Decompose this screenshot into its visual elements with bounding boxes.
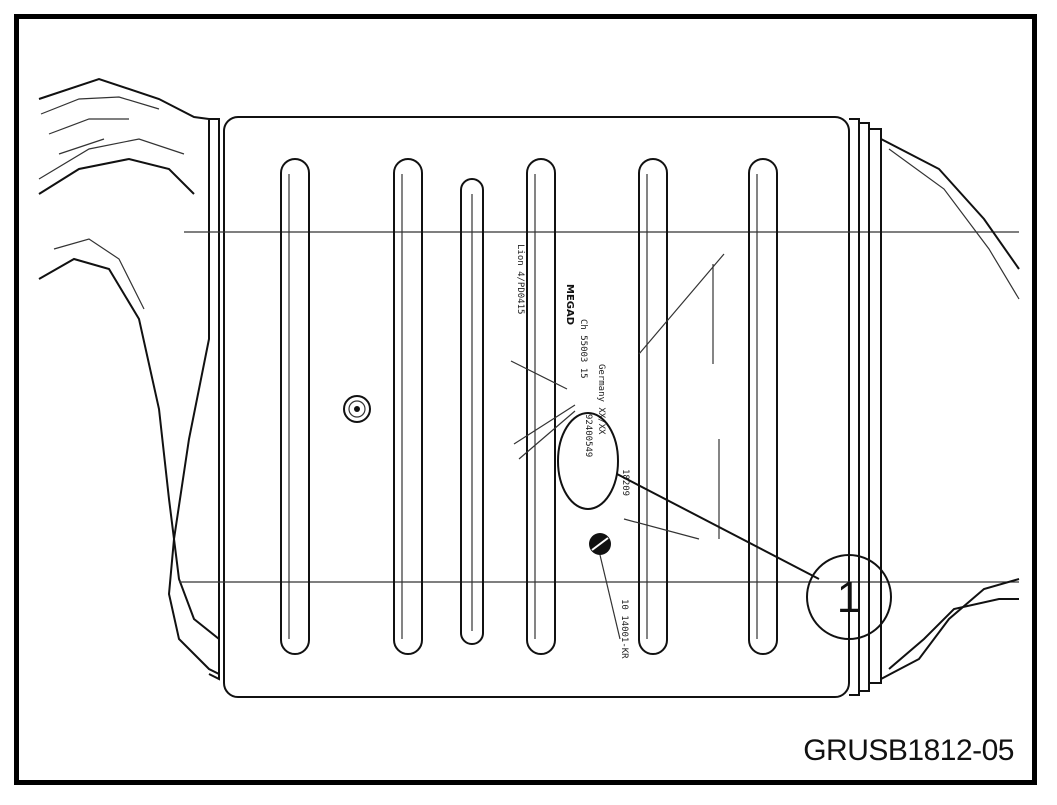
inlet-pipe [38,77,220,681]
muffler-drawing: MEGAD 92400549 Germany XX/XX Ch 55003 15… [38,77,1020,698]
label-cat: Lion 4/PD0415 [515,244,525,314]
callout-1: 1 [557,412,892,640]
label-origin: Germany XX/XX [596,364,606,435]
end-bands [849,118,882,696]
drain-bolt [589,533,621,640]
shell-ribs [280,158,778,655]
label-brand: MEGAD [564,284,575,325]
center-stamp [343,395,371,423]
figure-code: GRUSB1812-05 [803,734,1014,767]
label-std: 10 14001-KR [619,599,629,659]
shell-label-text: MEGAD 92400549 Germany XX/XX Ch 55003 15… [510,244,725,659]
label-code: 18209 [620,469,630,496]
label-part-number: 92400549 [583,414,593,457]
outlet-pipe [880,138,1020,680]
diagram-frame: MEGAD 92400549 Germany XX/XX Ch 55003 15… [14,14,1037,785]
label-cert: Ch 55003 15 [578,319,588,379]
muffler-shell [179,116,1019,698]
callout-number: 1 [837,573,861,622]
